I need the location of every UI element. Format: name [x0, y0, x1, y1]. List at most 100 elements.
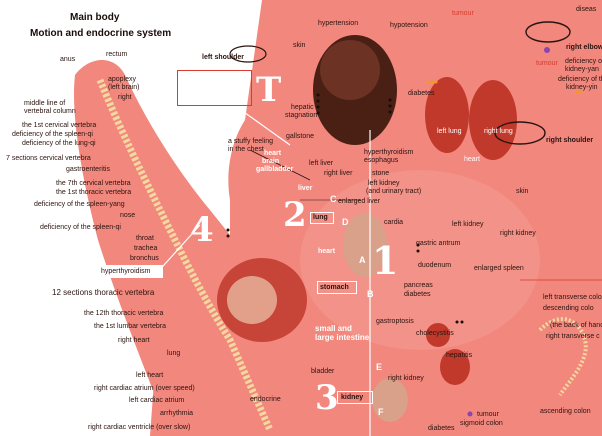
- label-1st-thoracic: the 1st thoracic vertebra: [56, 189, 131, 197]
- label-diseas: diseas: [576, 6, 596, 14]
- tumour-dot: [544, 47, 550, 53]
- label-right-lung: right lung: [484, 128, 513, 136]
- label-in-the-chest: in the chest: [228, 146, 264, 154]
- label-kidney-yin: kidney-yin: [566, 84, 598, 92]
- label-kidney-yan: kidney-yan: [565, 66, 599, 74]
- label-def-of: deficiency of: [565, 58, 602, 66]
- label-right: right: [118, 94, 132, 102]
- label-back-of-hand: (the back of hand): [550, 322, 602, 330]
- label-left-cardiac-atrium: left cardiac atrium: [129, 397, 184, 405]
- label-brain: brain: [262, 158, 279, 166]
- label-def-spleen-qi-2: deficiency of the spleen-qi: [40, 224, 121, 232]
- label-hypotension: hypotension: [390, 22, 428, 30]
- label-urinary-tract: (and urinary tract): [366, 188, 421, 196]
- letter-3: 3: [315, 378, 339, 418]
- label-right-heart: right heart: [118, 337, 150, 345]
- label-12th-thoracic: the 12th thoracic vertebra: [84, 310, 163, 318]
- label-pancreas: pancreas: [404, 282, 433, 290]
- chart-title-line-2: Motion and endocrine system: [30, 28, 171, 39]
- left-lung-shape: [425, 77, 469, 153]
- label-left-lung: left lung: [437, 128, 462, 136]
- right-lung-shape: [469, 80, 517, 160]
- label-right-cardiac-ventricle: right cardiac ventricle (over slow): [88, 424, 190, 432]
- label-right-cardiac-atrium: right cardiac atrium (over speed): [94, 385, 195, 393]
- label-right-kidney-c2: right kidney: [500, 230, 536, 238]
- label-ascending-colon: ascending colon: [540, 408, 591, 416]
- label-tumour-bottom: tumour: [477, 411, 499, 419]
- heart-detail: [227, 276, 277, 324]
- label-hyperthyroidism-c: hyperthyroidism: [364, 149, 413, 157]
- label-bladder: bladder: [311, 368, 334, 376]
- label-heart-top: heart: [264, 150, 281, 158]
- label-esophagus: esophagus: [364, 157, 398, 165]
- label-lung: lung: [167, 350, 180, 358]
- letter-A: A: [359, 255, 366, 265]
- label-enlarged-liver: enlarged liver: [338, 198, 380, 206]
- datum-label-box: point of datum inductance reaction: [177, 70, 252, 106]
- label-trachea: trachea: [134, 245, 157, 253]
- label-7th-cervical: the 7th cervical vertebra: [56, 180, 131, 188]
- letter-F: F: [378, 407, 384, 417]
- label-right-elbow: right elbow: [566, 44, 602, 52]
- letter-E: E: [376, 362, 382, 372]
- label-large-intestine: large intestine: [315, 334, 369, 342]
- label-small-and: small and: [315, 325, 352, 333]
- head-highlight: [320, 40, 380, 100]
- label-vertebral-column: vertebral column: [24, 108, 76, 116]
- label-def-spleen-yang: deficiency of the spleen-yang: [34, 201, 125, 209]
- stomach-boxed-label: stomach: [320, 284, 349, 291]
- label-middle-line: middle line of: [24, 100, 65, 108]
- letter-D: D: [342, 217, 349, 227]
- label-gastric-antrum: gastric antrum: [416, 240, 460, 248]
- label-7-sections-cervical: 7 sections cervical vertebra: [6, 155, 91, 163]
- letter-G: G: [206, 180, 213, 190]
- label-diabetes-bottom: diabetes: [428, 425, 454, 433]
- letter-B: B: [367, 289, 374, 299]
- label-right-transverse-c: right transverse c: [546, 333, 600, 341]
- label-apoplexy: apoplexy: [108, 76, 136, 84]
- label-12-sections-thoracic: 12 sections thoracic vertebra: [52, 289, 154, 297]
- label-hepatitis: hepatitis: [446, 352, 472, 360]
- label-tumour-top: tumour: [452, 10, 474, 18]
- tumour-dot-2: [468, 412, 473, 417]
- label-stuffy-feeling: a stuffy feeling: [228, 138, 273, 146]
- label-gallbladder: gallbladder: [256, 166, 293, 174]
- letter-1: 1: [372, 238, 398, 283]
- label-left-kidney-urinary: left kidney: [368, 180, 400, 188]
- label-diabetes-mid: diabetes: [404, 291, 430, 299]
- label-gallstone: gallstone: [286, 133, 314, 141]
- datum-label-line-2: inductance: [180, 81, 249, 90]
- datum-label-line-1: point of datum: [180, 72, 249, 81]
- label-left-shoulder: left shoulder: [202, 54, 244, 62]
- label-rectum: rectum: [106, 51, 127, 59]
- label-bronchus: bronchus: [130, 255, 159, 263]
- label-right-liver: right liver: [324, 170, 352, 178]
- label-right-shoulder: right shoulder: [546, 137, 593, 145]
- label-duodenum: duodenum: [418, 262, 451, 270]
- label-diabetes-right: diabetes: [408, 90, 434, 98]
- label-left-liver: left liver: [309, 160, 333, 168]
- label-left-kidney-c: left kidney: [452, 221, 484, 229]
- label-gastroptosis: gastroptosis: [376, 318, 414, 326]
- label-cholecystitis: cholecystitis: [416, 330, 454, 338]
- label-def-spleen-qi: deficiency of the spleen-qi: [12, 131, 93, 139]
- chart-title-line-1: Main body: [70, 12, 119, 23]
- label-left-transverse-colo: left transverse colo: [543, 294, 602, 302]
- label-1st-cervical: the 1st cervical vertebra: [22, 122, 96, 130]
- label-gastroenteritis: gastroenteritis: [66, 166, 110, 174]
- label-def-of-the: deficiency of the: [558, 76, 602, 84]
- letter-T: T: [256, 70, 281, 110]
- label-1st-lumbar: the 1st lumbar vertebra: [94, 323, 166, 331]
- label-heart-mid: heart: [318, 248, 335, 256]
- datum-label-line-3: reaction: [180, 90, 249, 99]
- label-endocrine: endocrine: [250, 396, 281, 404]
- label-left-brain: (left brain): [108, 84, 140, 92]
- label-cardia: cardia: [384, 219, 403, 227]
- label-nose: nose: [120, 212, 135, 220]
- kidney-boxed-label: kidney: [341, 394, 363, 401]
- letter-C: C: [330, 194, 337, 204]
- label-stone: stone: [372, 170, 389, 178]
- label-liver: liver: [298, 185, 312, 193]
- label-arrhythmia: arrhythmia: [160, 410, 193, 418]
